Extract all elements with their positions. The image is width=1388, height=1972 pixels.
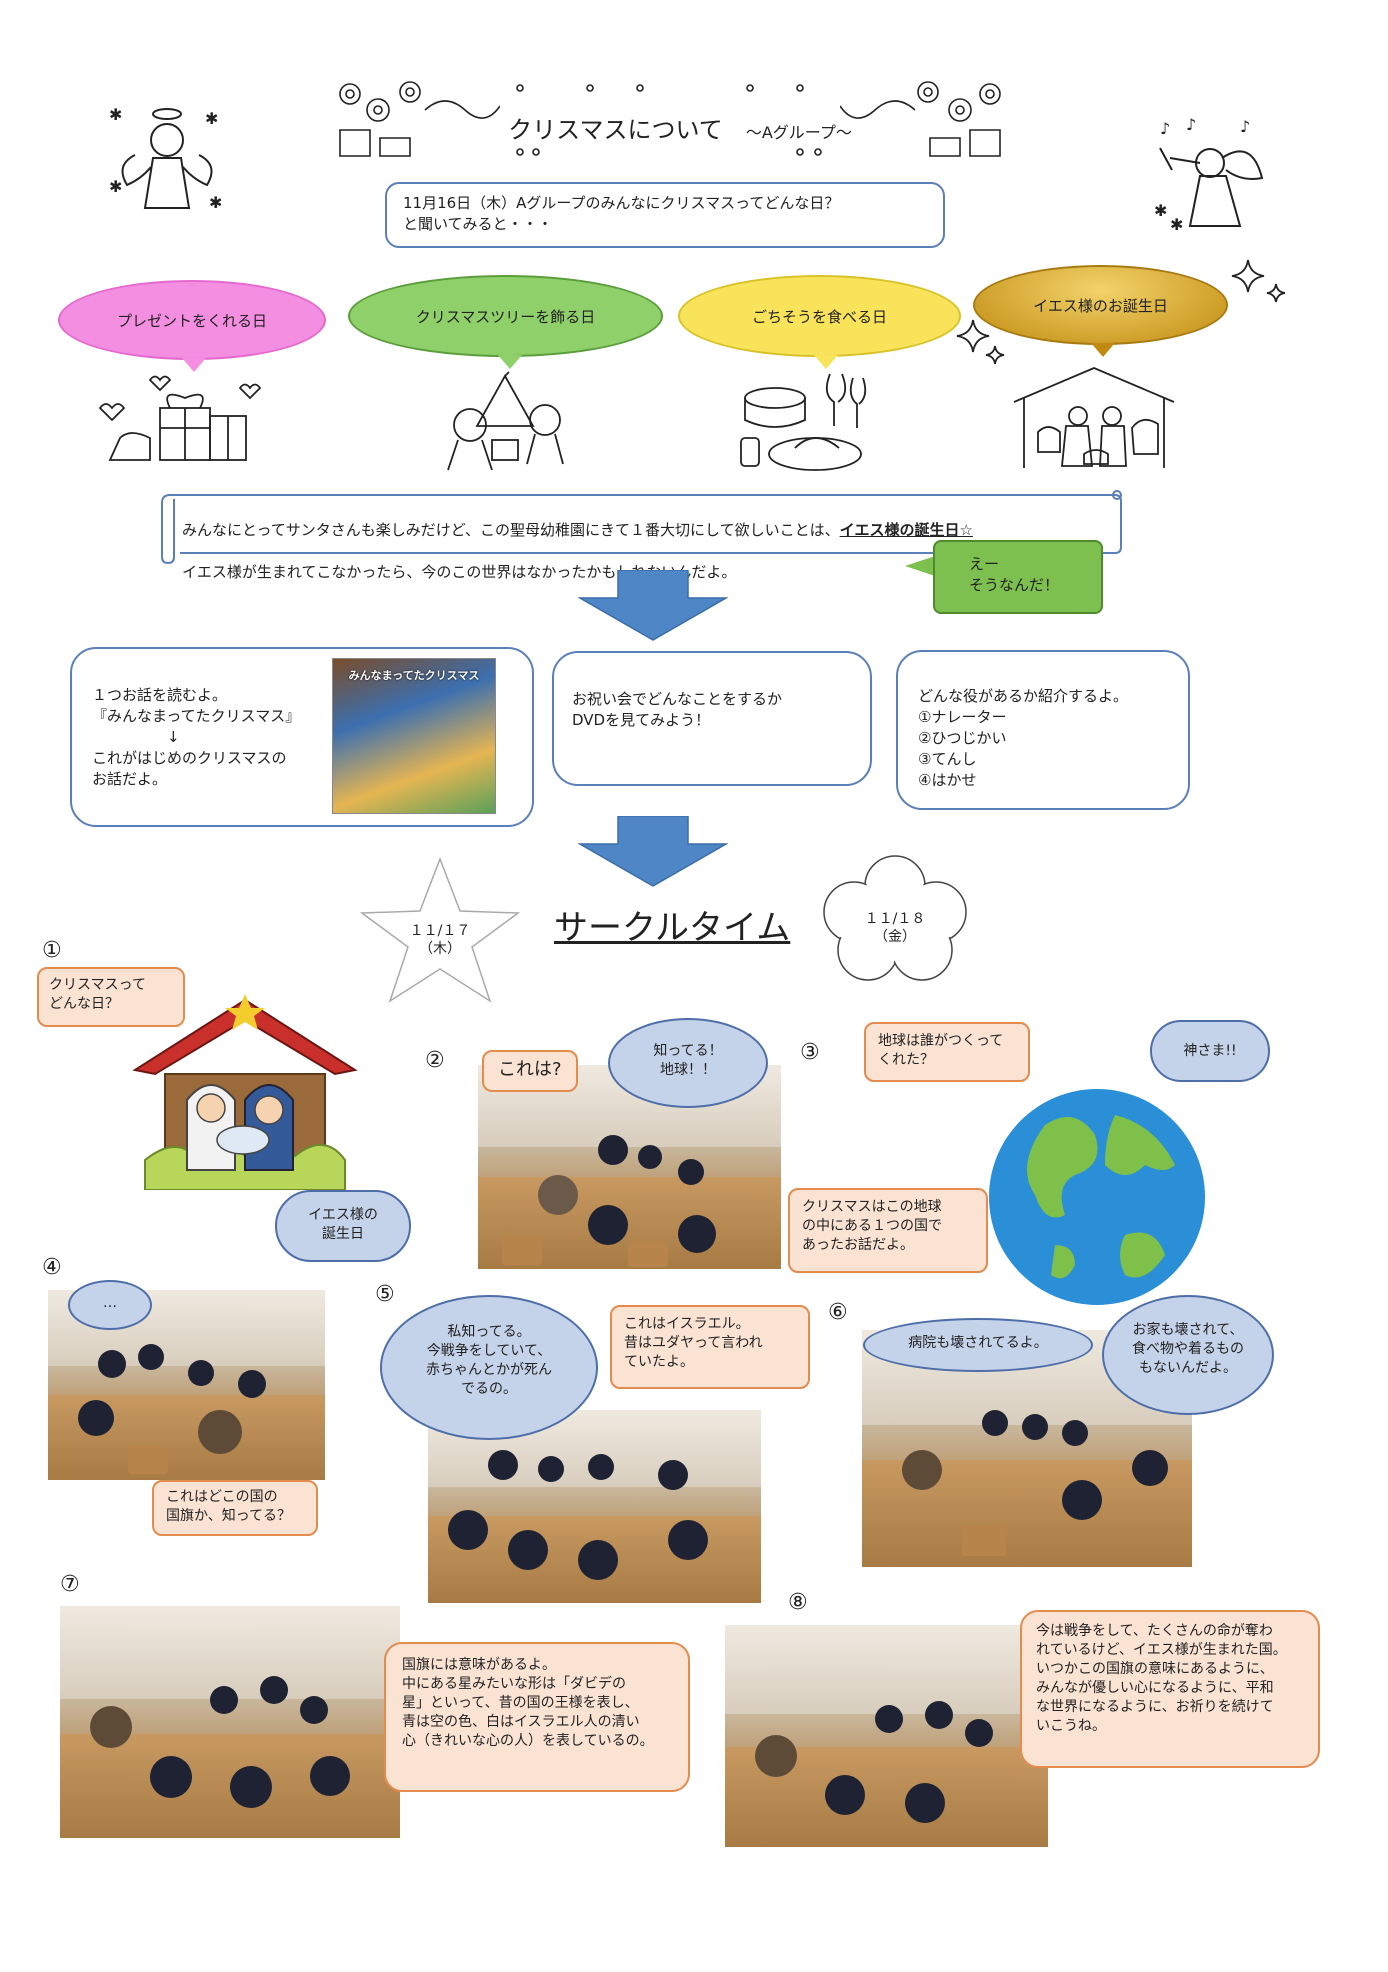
answer-label: イエス様のお誕生日 (1033, 296, 1168, 315)
scene-number: ⑧ (788, 1590, 808, 1615)
scene6-answer1-bubble: 病院も壊されてるよ。 (863, 1318, 1093, 1372)
christmas-tree-kids-icon (447, 371, 564, 471)
svg-text:✱: ✱ (109, 105, 122, 124)
svg-text:♪: ♪ (1240, 118, 1250, 136)
scene2-question-bubble: これは? (482, 1050, 578, 1092)
svg-text:♪: ♪ (1160, 119, 1170, 138)
svg-text:♪: ♪ (1186, 118, 1196, 134)
scene4-dots-bubble: … (68, 1280, 152, 1330)
flower-date-icon (823, 855, 967, 981)
down-arrow-icon (578, 570, 728, 641)
book-title: みんなまってたクリスマス (348, 669, 480, 682)
scene-number: ① (42, 938, 62, 963)
svg-text:✱: ✱ (209, 193, 222, 212)
flower-garland-right-icon (840, 81, 1001, 157)
sparkle-icon (1231, 259, 1286, 303)
scroll-line2: イエス様が生まれてこなかったら、今のこの世界はなかったかもしれないんだよ。 (182, 563, 737, 581)
answer-label: ごちそうを食べる日 (751, 307, 887, 326)
scene3-answer-bubble: 神さま!! (1150, 1020, 1270, 1082)
answer-bubble-tree: クリスマスツリーを飾る日 (348, 275, 663, 371)
title-text: クリスマスについて (508, 116, 723, 144)
page-title: クリスマスについて ～Aグループ～ (480, 110, 880, 145)
scene3-question-bubble: 地球は誰がつくって くれた？ (864, 1022, 1030, 1082)
angel-trumpet-icon: ♪ ♪ ♪ ✱✱ (1154, 118, 1264, 234)
scene-number: ⑥ (828, 1300, 848, 1325)
roles-step-text: どんな役があるか紹介するよ。 ①ナレーター ②ひつじかい ③てんし ④はかせ (918, 687, 1129, 789)
dots-decoration-icon (516, 84, 822, 156)
scene5-note-bubble: これはイスラエル。 昔はユダヤって言われ ていたよ。 (610, 1305, 810, 1389)
scene6-answer2-bubble: お家も壊されて、 食べ物や着るもの もないんだよ。 (1102, 1295, 1274, 1415)
circle-time-photo-4 (48, 1290, 325, 1480)
scroll-emphasis: イエス様の誕生日☆ (839, 521, 973, 539)
down-arrow-icon (578, 816, 728, 887)
dvd-step-box: お祝い会でどんなことをするか DVDを見てみよう！ (552, 651, 872, 786)
scene-number: ⑦ (60, 1572, 80, 1597)
scroll-line1: みんなにとってサンタさんも楽しみだけど、この聖母幼稚園にきて１番大切にして欲しい… (182, 521, 840, 539)
scene5-answer-bubble: 私知ってる。 今戦争をしていて、 赤ちゃんとかが死ん でるの。 (380, 1295, 598, 1440)
earth-globe-icon (989, 1089, 1205, 1305)
circle-time-title: サークルタイム (554, 908, 791, 948)
svg-text:✱: ✱ (1170, 215, 1183, 234)
story-step-text: １つお話を読むよ。 『みんなまってたクリスマス』 ↓ これがはじめのクリスマスの… (92, 686, 301, 788)
header-banner: クリスマスについて ～Aグループ～ (330, 80, 1010, 160)
story-step-box: １つお話を読むよ。 『みんなまってたクリスマス』 ↓ これがはじめのクリスマスの… (70, 647, 534, 827)
present-gifts-icon (98, 375, 262, 461)
answer-label: プレゼントをくれる日 (116, 311, 267, 330)
svg-text:✱: ✱ (109, 177, 122, 196)
sparkle-icon (956, 319, 1005, 365)
circle-time-photo-5 (428, 1410, 761, 1603)
answer-bubble-feast: ごちそうを食べる日 (678, 275, 961, 371)
nativity-stable-icon (132, 994, 358, 1190)
subtitle-text: ～Aグループ～ (745, 123, 852, 142)
svg-text:✱: ✱ (205, 109, 218, 128)
scene-number: ④ (42, 1255, 62, 1280)
star-date-icon (359, 856, 521, 1003)
roles-step-box: どんな役があるか紹介するよ。 ①ナレーター ②ひつじかい ③てんし ④はかせ (896, 650, 1190, 810)
angel-left-icon: ✱ ✱ ✱ ✱ (109, 105, 222, 212)
scene1-question-bubble: クリスマスって どんな日？ (37, 967, 185, 1027)
scene8-note-bubble: 今は戦争をして、たくさんの命が奪わ れているけど、イエス様が生まれた国。 いつか… (1020, 1610, 1320, 1768)
scene-number: ② (425, 1048, 445, 1073)
answer-label: クリスマスツリーを飾る日 (415, 307, 596, 326)
green-reply-bubble: えー そうなんだ！ (905, 540, 1105, 616)
scene7-note-bubble: 国旗には意味があるよ。 中にある星みたいな形は「ダビデの 星」といって、昔の国の… (384, 1642, 690, 1792)
day2-label: １１/１８ （金） (864, 911, 926, 945)
scroll-banner: みんなにとってサンタさんも楽しみだけど、この聖母幼稚園にきて１番大切にして欲しい… (160, 487, 1125, 581)
day1-label: １１/１７ （木） (409, 923, 471, 957)
circle-time-photo-7 (60, 1606, 400, 1838)
scroll-text: みんなにとってサンタさんも楽しみだけど、この聖母幼稚園にきて１番大切にして欲しい… (182, 499, 1112, 583)
nativity-scene-icon (1013, 367, 1175, 468)
circle-time-photo-2 (478, 1065, 781, 1269)
svg-text:✱: ✱ (1154, 201, 1167, 220)
answer-bubble-present: プレゼントをくれる日 (58, 280, 326, 372)
scroll-frame-icon (161, 490, 1122, 565)
scene1-answer-bubble: イエス様の 誕生日 (275, 1190, 411, 1262)
answer-bubble-birthday: イエス様のお誕生日 (973, 265, 1228, 361)
scene-number: ⑤ (375, 1282, 395, 1307)
intro-text: 11月16日（木）Aグループのみんなにクリスマスってどんな日？ と聞いてみると・… (403, 194, 840, 233)
scene-number: ③ (800, 1040, 820, 1065)
flower-garland-left-icon (339, 81, 500, 157)
feast-food-icon (740, 373, 867, 471)
circle-time-photo-8 (725, 1625, 1048, 1847)
green-reply-text: えー そうなんだ！ (933, 540, 1103, 614)
intro-box: 11月16日（木）Aグループのみんなにクリスマスってどんな日？ と聞いてみると・… (385, 182, 945, 248)
scene3-note-bubble: クリスマスはこの地球 の中にある１つの国で あったお話だよ。 (788, 1188, 988, 1273)
dvd-step-text: お祝い会でどんなことをするか DVDを見てみよう！ (572, 690, 783, 729)
scene4-question-bubble: これはどこの国の 国旗か、知ってる？ (152, 1480, 318, 1536)
scene2-answer-bubble: 知ってる！ 地球！！ (608, 1018, 768, 1108)
book-cover-image: みんなまってたクリスマス (332, 658, 496, 814)
